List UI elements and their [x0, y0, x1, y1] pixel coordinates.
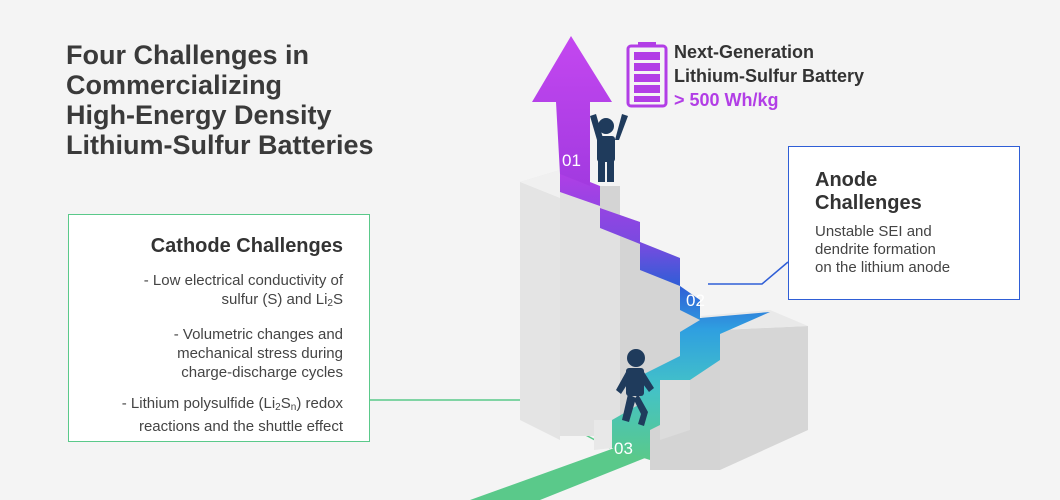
- cathode-title: Cathode Challenges: [150, 235, 343, 257]
- cathode-item-3: - Lithium polysulfide (Li2Sn) redox reac…: [73, 394, 343, 436]
- cathode-item-2-line-1: - Volumetric changes and: [173, 326, 343, 343]
- title-line: Lithium-Sulfur Batteries: [66, 130, 374, 160]
- battery-icon: [626, 42, 668, 108]
- cathode-item-2-line-3: charge-discharge cycles: [181, 364, 343, 381]
- anode-title: Anode Challenges: [815, 169, 922, 215]
- title-line: High-Energy Density: [66, 100, 332, 130]
- cathode-item-3-line-2: reactions and the shuttle effect: [138, 418, 343, 435]
- person-celebrating-icon: [590, 114, 628, 182]
- anode-desc-line-1: Unstable SEI and: [815, 223, 932, 240]
- stair-front-low: [594, 420, 612, 450]
- anode-desc-line-3: on the lithium anode: [815, 259, 951, 276]
- cathode-challenges-box: Cathode Challenges - Low electrical cond…: [68, 214, 370, 442]
- anode-description: Unstable SEI and dendrite formation on t…: [815, 223, 950, 277]
- title-line: Four Challenges in: [66, 40, 310, 70]
- cathode-item-1-line-1: - Low electrical conductivity of: [143, 272, 343, 289]
- cathode-list: - Low electrical conductivity of sulfur …: [73, 271, 343, 448]
- anode-title-line-1: Anode: [815, 169, 878, 191]
- battery-callout: Next-Generation Lithium-Sulfur Battery >…: [674, 40, 864, 112]
- anode-challenges-box: Anode Challenges Unstable SEI and dendri…: [788, 146, 1020, 300]
- step-label-03: 01: [562, 151, 581, 170]
- cathode-item-1: - Low electrical conductivity of sulfur …: [73, 271, 343, 313]
- step-label-01: 03: [614, 439, 633, 458]
- page-title: Four Challenges in Commercializing High-…: [66, 40, 446, 160]
- battery-line-2: Lithium-Sulfur Battery: [674, 66, 865, 86]
- battery-energy-density: > 500 Wh/kg: [674, 90, 779, 110]
- battery-line-1: Next-Generation: [674, 42, 815, 62]
- up-arrow: [532, 36, 612, 186]
- step-label-02: 02: [686, 291, 705, 310]
- cathode-item-3-line-1: - Lithium polysulfide (Li2Sn) redox: [121, 395, 343, 413]
- anode-desc-line-2: dendrite formation: [815, 241, 936, 258]
- title-line: Commercializing: [66, 70, 283, 100]
- cathode-item-2: - Volumetric changes and mechanical stre…: [73, 325, 343, 382]
- anode-connector-line: [708, 261, 789, 285]
- stair-left-face: [520, 170, 560, 440]
- stair-front-mid: [660, 380, 690, 440]
- anode-title-line-2: Challenges: [815, 192, 922, 214]
- stair-side-block: [720, 326, 808, 470]
- ground-path: [470, 446, 650, 500]
- person-climbing-icon: [616, 349, 654, 426]
- cathode-item-1-line-2: sulfur (S) and Li2S: [221, 291, 343, 309]
- cathode-item-2-line-2: mechanical stress during: [177, 345, 343, 362]
